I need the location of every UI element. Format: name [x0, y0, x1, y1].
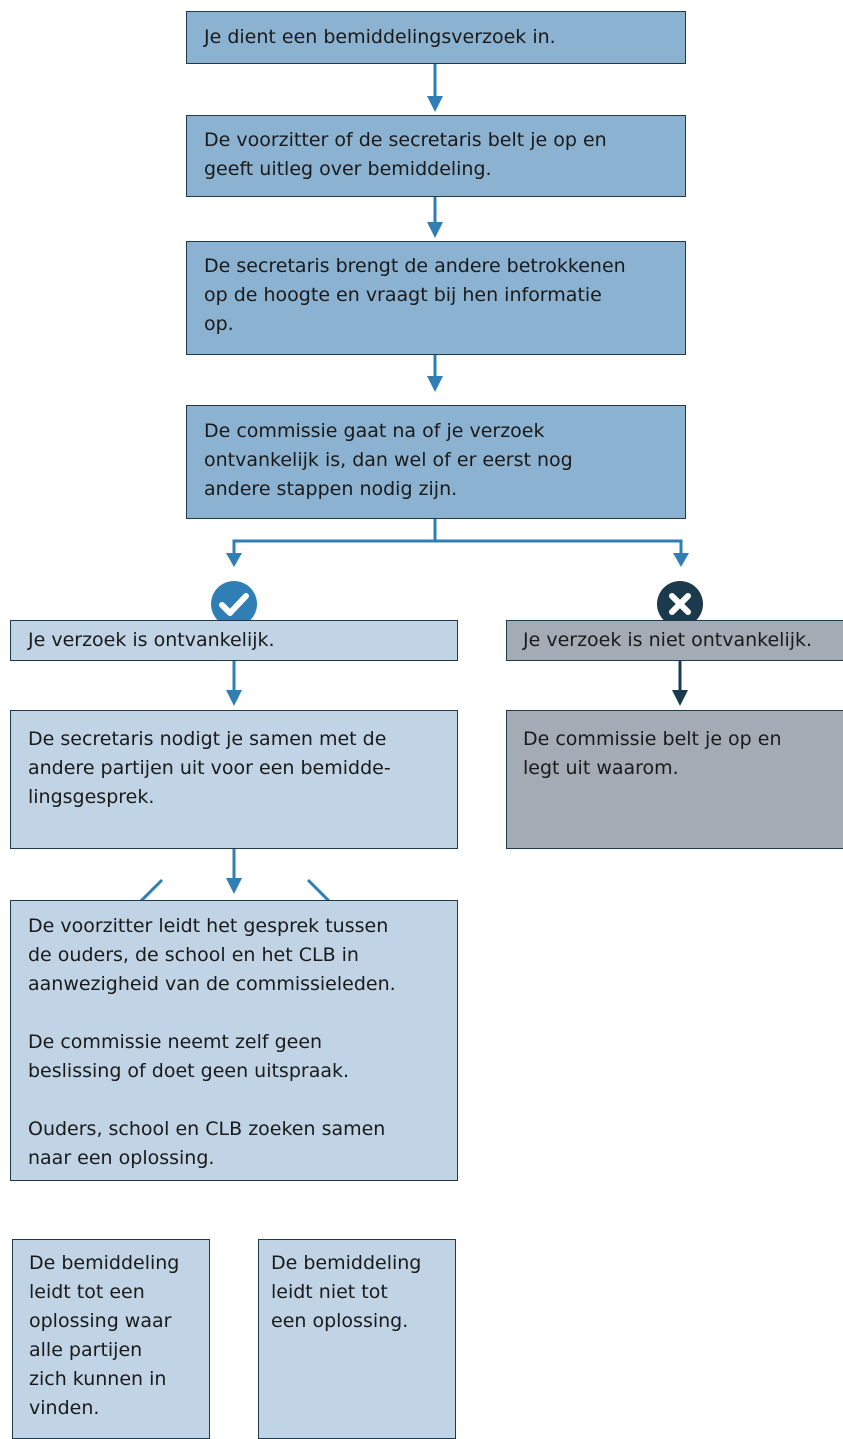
conversation-box: De voorzitter leidt het gesprek tussen d…	[10, 900, 458, 1181]
branch-split	[232, 539, 683, 556]
text-line: geeft uitleg over bemiddeling.	[204, 158, 492, 180]
step-admissibility-check: De commissie gaat na of je verzoek ontva…	[186, 405, 686, 519]
outcome-failure-box: De bemiddeling leidt niet tot een oploss…	[258, 1239, 456, 1439]
arrowhead-accepted-invite	[226, 690, 242, 706]
accepted-box: Je verzoek is ontvankelijk.	[10, 620, 458, 661]
arrowhead-branch-left	[226, 553, 242, 567]
text-line: vinden.	[29, 1397, 100, 1419]
accepted-title: Je verzoek is ontvankelijk.	[28, 629, 275, 651]
arrowhead-branch-right	[673, 553, 689, 567]
text-line: ontvankelijk is, dan wel of er eerst nog	[204, 449, 573, 471]
text-line: De secretaris nodigt je samen met de	[28, 728, 387, 750]
invite-text: De secretaris nodigt je samen met de and…	[28, 725, 443, 812]
text-line: naar een oplossing.	[28, 1147, 215, 1169]
text-line: De voorzitter leidt het gesprek tussen	[28, 915, 389, 937]
outcome-success-box: De bemiddeling leidt tot een oplossing w…	[12, 1239, 210, 1439]
step-inform-text: De secretaris brengt de andere betrokken…	[204, 252, 671, 339]
text-line: een oplossing.	[271, 1310, 409, 1332]
arrowhead-s3-s4	[427, 376, 443, 392]
step-inform-parties: De secretaris brengt de andere betrokken…	[186, 241, 686, 355]
arrowhead-rejected-explain	[672, 690, 688, 706]
text-line: oplossing waar	[29, 1310, 172, 1332]
text-line: beslissing of doet geen uitspraak.	[28, 1060, 350, 1082]
text-line: andere partijen uit voor een bemidde-	[28, 757, 391, 779]
text-line: lingsgesprek.	[28, 786, 155, 808]
step-phone-text: De voorzitter of de secretaris belt je o…	[204, 126, 671, 184]
text-line: andere stappen nodig zijn.	[204, 478, 458, 500]
text-line: De bemiddeling	[29, 1252, 180, 1274]
rejected-title: Je verzoek is niet ontvankelijk.	[523, 629, 813, 651]
step-submit-request: Je dient een bemiddelingsverzoek in.	[186, 11, 686, 64]
text-line: op.	[204, 313, 234, 335]
text-line: leidt niet tot	[271, 1281, 388, 1303]
text-line: De commissie neemt zelf geen	[28, 1031, 323, 1053]
rejected-box: Je verzoek is niet ontvankelijk.	[506, 620, 843, 661]
text-line: De commissie gaat na of je verzoek	[204, 420, 545, 442]
arrowhead-s1-s2	[427, 96, 443, 112]
text-line: leidt tot een	[29, 1281, 145, 1303]
step-submit-text: Je dient een bemiddelingsverzoek in.	[204, 26, 556, 48]
text-line: De commissie belt je op en	[523, 728, 782, 750]
text-line: alle partijen	[29, 1339, 143, 1361]
step-phone-explanation: De voorzitter of de secretaris belt je o…	[186, 115, 686, 197]
step-admissibility-text: De commissie gaat na of je verzoek ontva…	[204, 417, 671, 504]
conversation-paragraph-3: Ouders, school en CLB zoeken samen naar …	[28, 1115, 443, 1173]
text-line: De voorzitter of de secretaris belt je o…	[204, 129, 607, 151]
text-line: op de hoogte en vraagt bij hen informati…	[204, 284, 602, 306]
outcome-success-text: De bemiddeling leidt tot een oplossing w…	[29, 1249, 201, 1423]
close-circle-icon	[657, 581, 703, 627]
conversation-paragraph-1: De voorzitter leidt het gesprek tussen d…	[28, 912, 443, 999]
text-line: aanwezigheid van de commissieleden.	[28, 973, 396, 995]
text-line: De bemiddeling	[271, 1252, 422, 1274]
outcome-failure-text: De bemiddeling leidt niet tot een oploss…	[271, 1249, 447, 1336]
arrowhead-invite-conversation	[226, 878, 242, 894]
rejected-explain-text: De commissie belt je op en legt uit waar…	[523, 725, 843, 783]
text-line: zich kunnen in	[29, 1368, 167, 1390]
invite-box: De secretaris nodigt je samen met de and…	[10, 710, 458, 849]
text-line: De secretaris brengt de andere betrokken…	[204, 255, 626, 277]
text-line: de ouders, de school en het CLB in	[28, 944, 359, 966]
text-line: Ouders, school en CLB zoeken samen	[28, 1118, 386, 1140]
arrowhead-s2-s3	[427, 222, 443, 238]
conversation-paragraph-2: De commissie neemt zelf geen beslissing …	[28, 1028, 443, 1086]
text-line: legt uit waarom.	[523, 757, 679, 779]
rejected-explain-box: De commissie belt je op en legt uit waar…	[506, 710, 843, 849]
check-circle-icon	[211, 581, 257, 627]
